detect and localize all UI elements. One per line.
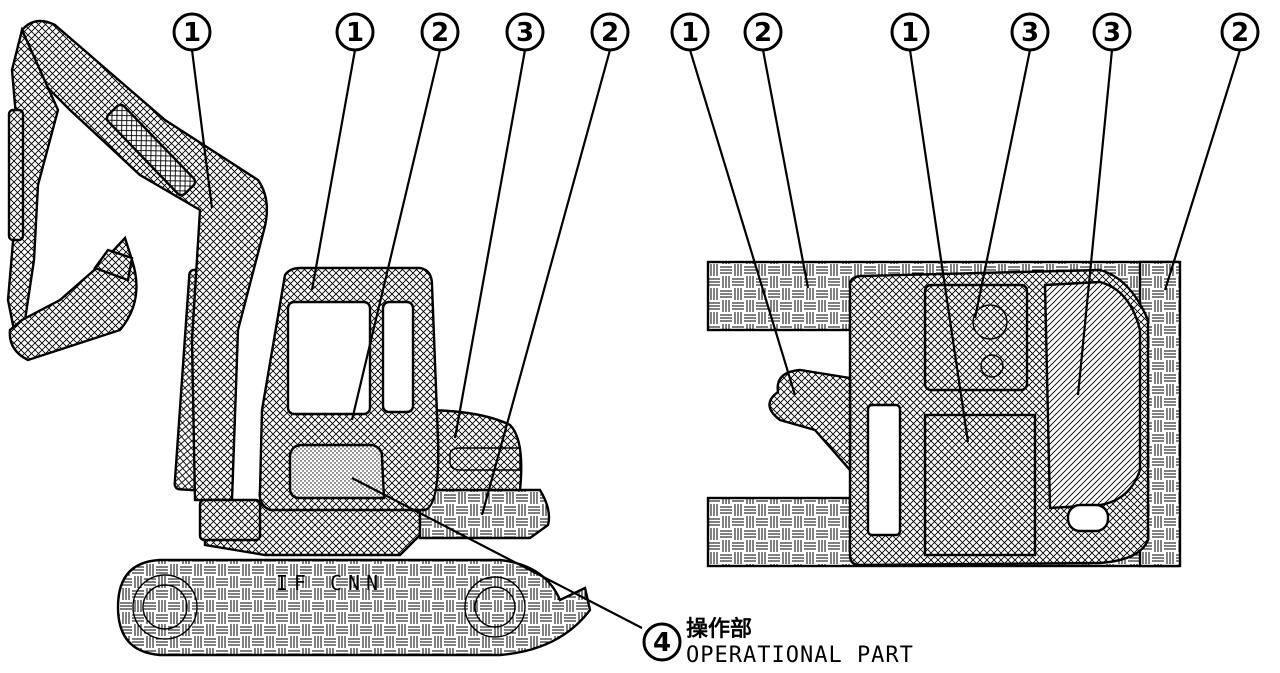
callout-3c-label: 3 (1103, 18, 1121, 48)
leader-lines (190, 49, 1242, 629)
callout-3c: 3 (1092, 12, 1132, 52)
callout-3a-label: 3 (516, 18, 534, 48)
callout-2b: 2 (590, 12, 630, 52)
callout-2b-label: 2 (601, 18, 619, 48)
side-track: IF CNN (116, 558, 592, 657)
callout-2c-label: 2 (754, 18, 772, 48)
callout-1c-label: 1 (681, 18, 699, 48)
top-view (706, 260, 1182, 568)
callout-1b-label: 1 (346, 18, 364, 48)
callout-1a: 1 (172, 12, 212, 52)
callout-2a: 2 (420, 12, 460, 52)
side-view: IF CNN (6, 19, 592, 657)
callout-1c: 1 (670, 12, 710, 52)
callout-3b-label: 3 (1021, 18, 1039, 48)
callout-4-label: 4 (653, 628, 671, 658)
caption-english: OPERATIONAL PART (686, 643, 914, 668)
callout-1a-label: 1 (183, 18, 201, 48)
callout-3b: 3 (1010, 12, 1050, 52)
track-lettering: IF CNN (276, 571, 384, 595)
callout-2a-label: 2 (431, 18, 449, 48)
callout-2d: 2 (1220, 12, 1260, 52)
callout-3a: 3 (505, 12, 545, 52)
callout-1b: 1 (335, 12, 375, 52)
callout-2d-label: 2 (1231, 18, 1249, 48)
callout-2c: 2 (743, 12, 783, 52)
callout-1d: 1 (890, 12, 930, 52)
caption-japanese: 操作部 (686, 616, 752, 642)
callout-4: 4 (642, 622, 682, 662)
callout-1d-label: 1 (901, 18, 919, 48)
